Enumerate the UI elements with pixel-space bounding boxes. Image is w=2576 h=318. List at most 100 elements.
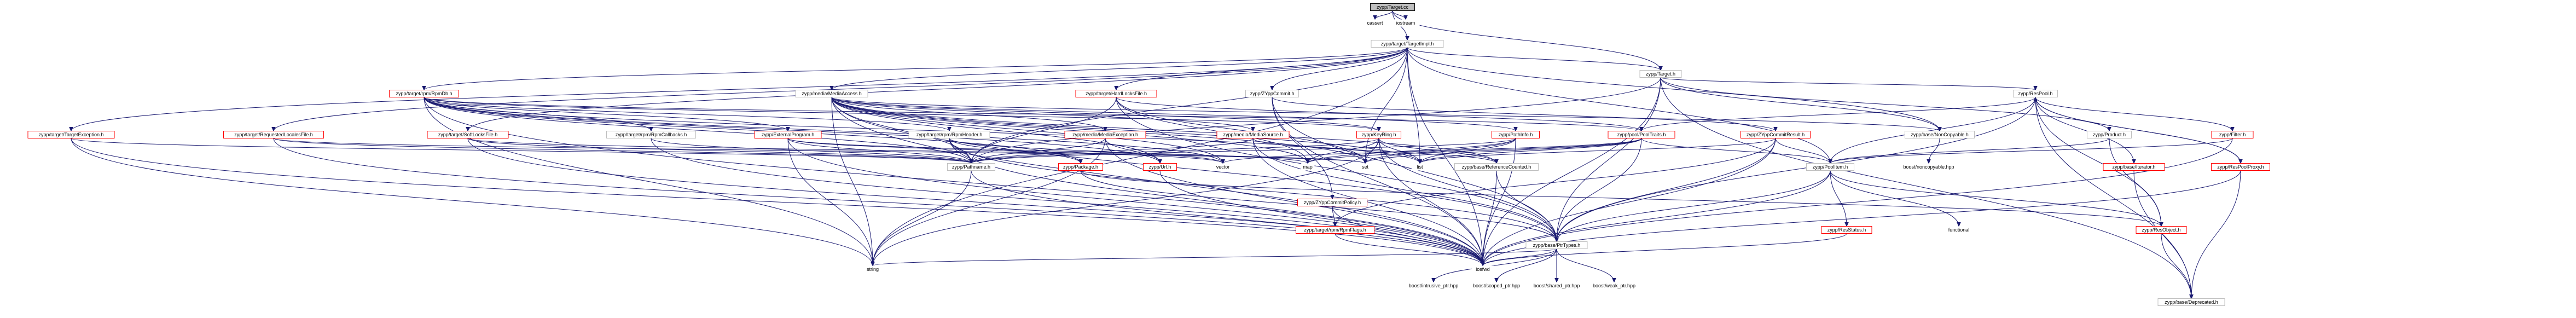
edge-arrowhead	[1494, 278, 1499, 283]
node-n21[interactable]: zypp/ZYppCommitResult.h	[1740, 131, 1811, 138]
edge-arrowhead	[1373, 15, 1377, 20]
node-n15[interactable]: zypp/target/rpm/RpmHeader.h	[908, 131, 990, 138]
node-box	[1143, 163, 1177, 171]
edge-n4-n25	[969, 77, 1661, 164]
node-n10[interactable]: zypp/target/TargetException.h	[27, 131, 115, 138]
node-n25[interactable]: zypp/Pathname.h	[947, 163, 995, 171]
node-label: boost/weak_ptr.hpp	[1593, 283, 1635, 288]
node-n40[interactable]: zypp/ResStatus.h	[1821, 226, 1872, 234]
edge-n9-n42	[2035, 97, 2163, 227]
node-n41[interactable]: functional	[1942, 226, 1976, 234]
node-n27[interactable]: zypp/Url.h	[1143, 163, 1177, 171]
edge-arrowhead	[1078, 159, 1083, 164]
node-n43[interactable]: string	[861, 265, 884, 273]
node-n35[interactable]: zypp/base/Iterator.h	[2103, 163, 2165, 171]
node-box	[1740, 131, 1811, 138]
node-n17[interactable]: zypp/media/MediaSource.h	[1216, 131, 1290, 138]
node-box	[1806, 163, 1854, 171]
node-n8[interactable]: zypp/ZYppCommit.h	[1245, 90, 1299, 97]
node-n6[interactable]: zypp/media/MediaAccess.h	[795, 90, 868, 97]
node-box	[1471, 265, 1494, 273]
node-label: zypp/PathInfo.h	[1499, 132, 1533, 137]
node-n34[interactable]: boost/noncopyable.hpp	[1896, 163, 1961, 171]
edge-n20-n31	[1418, 138, 1642, 164]
node-box	[1245, 90, 1299, 97]
node-n29[interactable]: map	[1301, 163, 1315, 171]
edge-arrowhead	[871, 262, 875, 267]
node-n37[interactable]: zypp/ZYppCommitPolicy.h	[1297, 199, 1367, 206]
edge-arrowhead	[786, 127, 790, 132]
node-label: zypp/Product.h	[2093, 132, 2126, 137]
edge-arrowhead	[2107, 127, 2111, 132]
node-n23[interactable]: zypp/Product.h	[2087, 131, 2132, 138]
edge-n19-n29	[1306, 138, 1516, 164]
node-label: zypp/Pathname.h	[952, 164, 990, 170]
node-label: zypp/base/PtrTypes.h	[1533, 242, 1581, 248]
node-box	[1216, 131, 1290, 138]
node-n7[interactable]: zypp/target/HardLocksFile.h	[1075, 90, 1157, 97]
edge-n3-n4	[1407, 47, 1663, 71]
node-n1[interactable]: cassert	[1362, 19, 1388, 27]
edge-arrowhead	[1270, 86, 1274, 91]
node-n24[interactable]: zypp/Filter.h	[2211, 131, 2254, 138]
edge-n39-n46	[1494, 248, 1557, 283]
node-n36[interactable]: zypp/ResPoolProxy.h	[2211, 163, 2270, 171]
edge-arrowhead	[1957, 222, 1961, 227]
node-n39[interactable]: zypp/base/PtrTypes.h	[1525, 241, 1588, 249]
node-n16[interactable]: zypp/media/MediaException.h	[1064, 131, 1146, 138]
node-box	[27, 131, 115, 138]
node-n44[interactable]: iosfwd	[1471, 265, 1494, 273]
node-n18[interactable]: zypp/KeyRing.h	[1356, 131, 1401, 138]
node-label: zypp/base/Iterator.h	[2112, 164, 2155, 170]
node-label: zypp/base/ReferenceCounted.h	[1462, 164, 1531, 170]
node-label: zypp/Target.h	[1646, 71, 1675, 77]
edge-arrowhead	[1158, 159, 1162, 164]
edge-arrowhead	[1363, 159, 1367, 164]
node-n31[interactable]: list	[1412, 163, 1428, 171]
node-box	[1526, 282, 1587, 290]
node-n26[interactable]: zypp/Package.h	[1058, 163, 1103, 171]
edge-n3-n11	[271, 47, 1408, 132]
node-n19[interactable]: zypp/PathInfo.h	[1492, 131, 1540, 138]
edge-n36-n9	[2033, 96, 2241, 164]
node-n32[interactable]: zypp/base/ReferenceCounted.h	[1454, 163, 1539, 171]
edge-n3-n8	[1270, 47, 1408, 91]
node-box	[1639, 70, 1682, 78]
edge-arrowhead	[2189, 294, 2194, 299]
node-label: zypp/media/MediaSource.h	[1223, 132, 1283, 137]
node-label: zypp/PoolItem.h	[1813, 164, 1848, 170]
node-n14[interactable]: zypp/ExternalProgram.h	[754, 131, 822, 138]
edge-n3-n22	[1407, 47, 1942, 132]
node-n5[interactable]: zypp/target/rpm/RpmDb.h	[389, 90, 459, 97]
node-n42[interactable]: zypp/ResObject.h	[2136, 226, 2187, 234]
node-label: zypp/ResObject.h	[2142, 227, 2180, 233]
node-n47[interactable]: boost/shared_ptr.hpp	[1526, 282, 1587, 290]
node-n45[interactable]: boost/intrusive_ptr.hpp	[1399, 282, 1469, 290]
node-n22[interactable]: zypp/base/NonCopyable.h	[1905, 131, 1975, 138]
edge-n20-n30	[1363, 138, 1642, 164]
node-n20[interactable]: zypp/pool/PoolTraits.h	[1608, 131, 1675, 138]
edge-n35-n49	[2133, 170, 2194, 299]
node-n4[interactable]: zypp/Target.h	[1639, 70, 1682, 78]
node-n9[interactable]: zypp/ResPool.h	[2013, 90, 2058, 97]
edge-arrowhead	[1773, 127, 1778, 132]
edge-n6-n17	[831, 97, 1255, 132]
edge-n25-n44	[971, 170, 1485, 267]
node-n12[interactable]: zypp/target/SoftLocksFile.h	[427, 131, 509, 138]
node-n48[interactable]: boost/weak_ptr.hpp	[1586, 282, 1642, 290]
edge-n4-n22	[1660, 77, 1942, 132]
node-box	[2013, 90, 2058, 97]
node-n33[interactable]: zypp/PoolItem.h	[1806, 163, 1854, 171]
node-n38[interactable]: zypp/target/rpm/RpmFlags.h	[1296, 226, 1374, 234]
edge-arrowhead	[2230, 127, 2235, 132]
node-n11[interactable]: zypp/target/RequestedLocalesFile.h	[223, 131, 324, 138]
node-n49[interactable]: zypp/base/Deprecated.h	[2157, 298, 2225, 306]
node-n3[interactable]: zypp/target/TargetImpl.h	[1371, 40, 1444, 48]
node-n46[interactable]: boost/scoped_ptr.hpp	[1466, 282, 1527, 290]
node-label: cassert	[1367, 20, 1383, 26]
node-label: boost/shared_ptr.hpp	[1534, 283, 1580, 288]
node-n13[interactable]: zypp/target/rpm/RpmCallbacks.h	[606, 131, 696, 138]
node-n30[interactable]: set	[1358, 163, 1372, 171]
node-n28[interactable]: vector	[1211, 163, 1234, 171]
node-n2[interactable]: iostream	[1391, 19, 1420, 27]
